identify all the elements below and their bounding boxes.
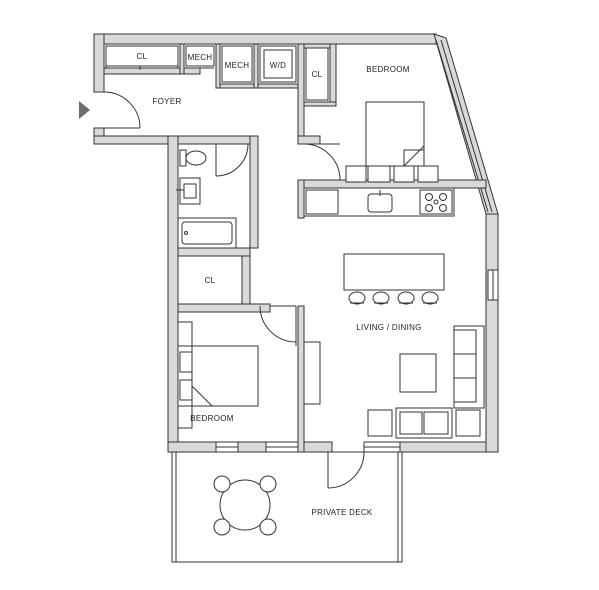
doors xyxy=(103,91,365,489)
private-deck-label: PRIVATE DECK xyxy=(311,508,372,517)
closet-label-right: CL xyxy=(312,70,323,79)
closet-label-mid: CL xyxy=(205,276,216,285)
sofa-icon xyxy=(395,407,453,439)
room-labels: CL MECH MECH W/D CL BEDROOM FOYER CL LIV… xyxy=(137,52,422,517)
entry-arrow-icon xyxy=(79,101,90,119)
sink-icon xyxy=(367,190,393,213)
living-dining-label: LIVING / DINING xyxy=(356,323,421,332)
sink-icon xyxy=(176,177,201,205)
private-deck xyxy=(171,451,403,563)
dining-chair-icon xyxy=(348,291,439,305)
closet-label-top: CL xyxy=(137,52,148,61)
sofa-icon xyxy=(453,325,485,409)
kitchen xyxy=(303,187,455,217)
interior-walls xyxy=(103,43,487,453)
mech-label: MECH xyxy=(188,53,213,62)
toilet-icon xyxy=(179,149,207,167)
top-closets xyxy=(105,45,329,101)
bathtub-icon xyxy=(177,217,237,249)
washer-dryer-label: W/D xyxy=(270,61,286,70)
bedroom-bottom-label: BEDROOM xyxy=(190,414,233,423)
bedroom-top-label: BEDROOM xyxy=(366,65,409,74)
bed-icon xyxy=(179,345,259,407)
foyer-label: FOYER xyxy=(152,97,181,106)
bed-icon xyxy=(365,101,425,167)
bedroom-bottom-furniture xyxy=(177,321,259,429)
stove-icon xyxy=(419,189,453,215)
living-dining-furniture xyxy=(303,253,485,439)
bathroom xyxy=(176,149,237,249)
mech-label-2: MECH xyxy=(225,61,250,70)
bedroom-top-furniture xyxy=(345,101,439,183)
